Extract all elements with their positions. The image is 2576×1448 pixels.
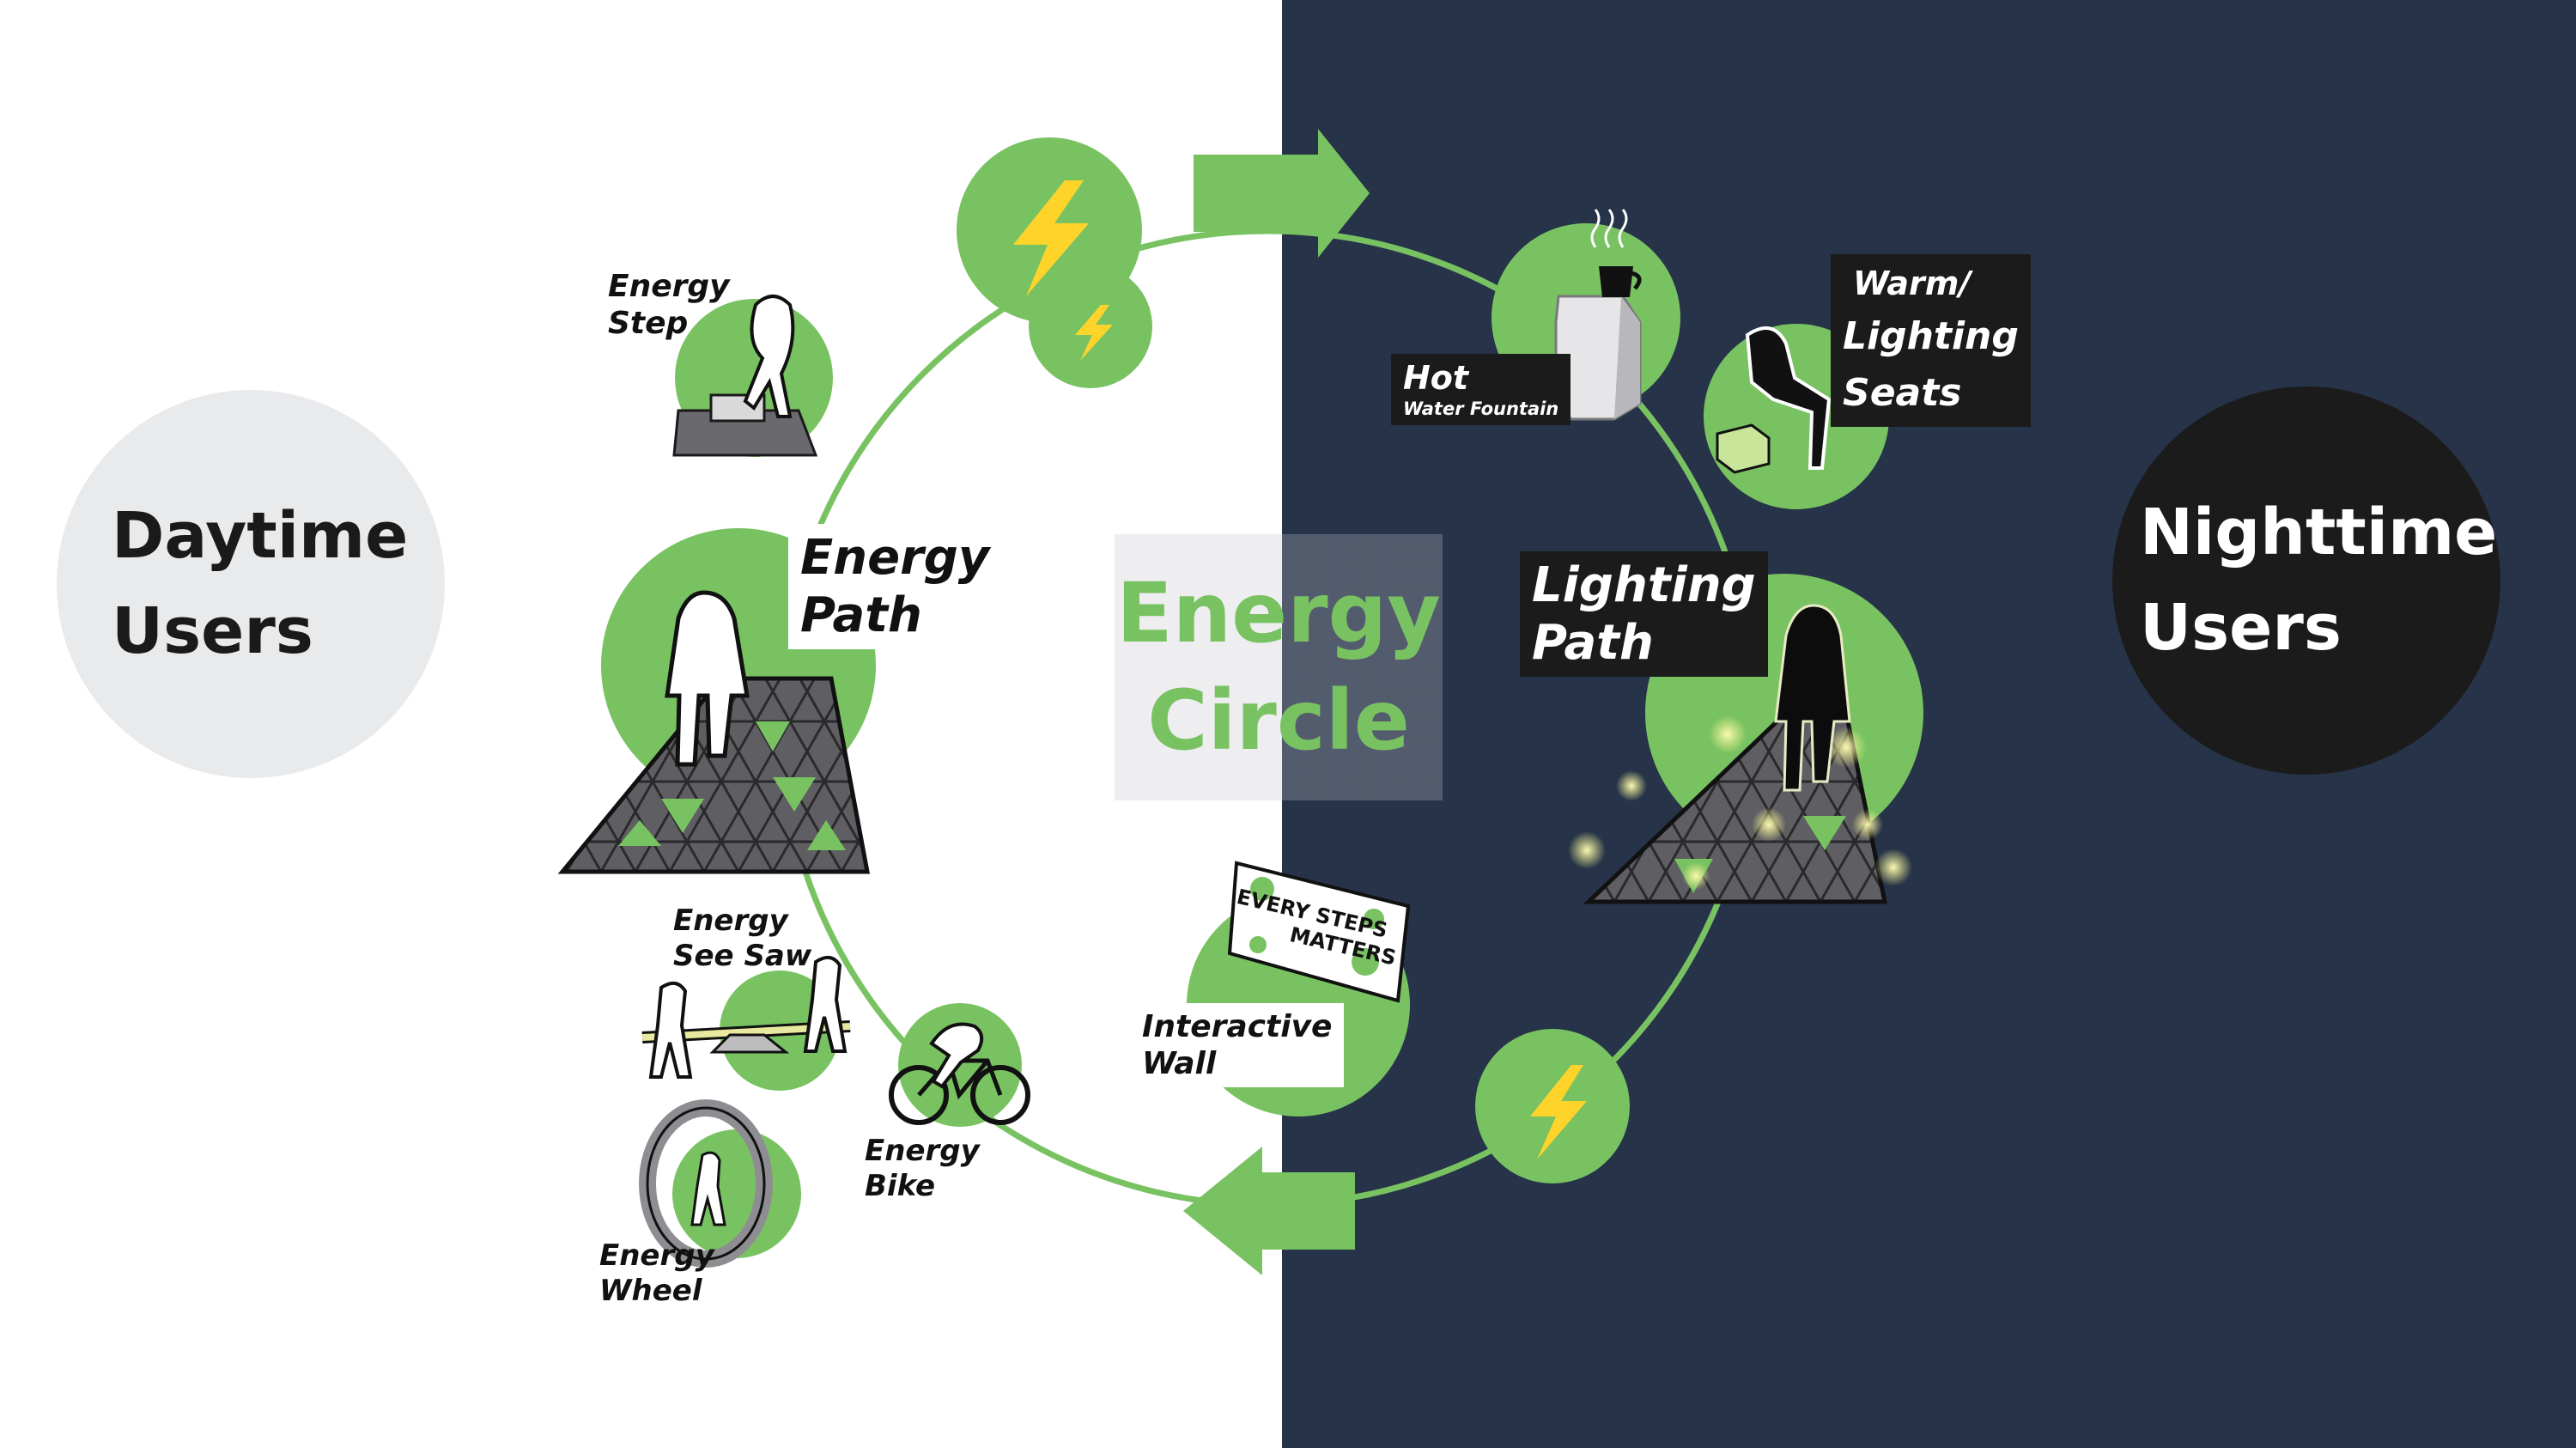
- warm-seats-line3: Seats: [1843, 371, 1962, 415]
- lighting-path-line2: Path: [1532, 615, 1654, 672]
- energy-see-saw-line2: See Saw: [673, 938, 812, 973]
- warm-lighting-seats-label: Warm/ Lighting Seats: [1831, 254, 2031, 427]
- interactive-wall-label: Interactive Wall: [1130, 1003, 1345, 1088]
- energy-bike-illustration: [889, 1003, 1030, 1127]
- nighttime-users-line1: Nighttime: [2140, 496, 2498, 569]
- energy-bike-line2: Bike: [865, 1168, 936, 1203]
- energy-wheel-illustration: [639, 1099, 801, 1268]
- nighttime-users-line2: Users: [2140, 591, 2342, 665]
- daytime-users-line1: Daytime: [112, 499, 409, 573]
- interactive-wall-line1: Interactive: [1142, 1009, 1333, 1044]
- energy-see-saw-line1: Energy: [673, 903, 788, 938]
- warm-seats-line2: Lighting: [1843, 314, 2019, 358]
- hot-water-title: Hot: [1403, 359, 1469, 397]
- energy-bike-line1: Energy: [865, 1134, 980, 1168]
- center-title-line1: Energy: [1116, 565, 1441, 662]
- lightning-bolt-icon-bottom: [1475, 1029, 1630, 1183]
- energy-see-saw-illustration: [641, 955, 851, 1091]
- interactive-wall-line2: Wall: [1142, 1046, 1217, 1082]
- energy-step-line2: Step: [608, 306, 689, 342]
- energy-path-line1: Energy: [800, 530, 990, 586]
- nighttime-users-circle: Nighttime Users: [2112, 386, 2500, 775]
- energy-step-label: Energy Step: [608, 268, 730, 342]
- energy-circle-title: Energy Circle: [1115, 534, 1443, 800]
- bottom-flow-arrow: [1183, 1147, 1355, 1275]
- energy-step-illustration: [672, 295, 833, 457]
- energy-wheel-line1: Energy: [599, 1238, 714, 1273]
- hot-water-subtitle: Water Fountain: [1403, 398, 1559, 419]
- energy-see-saw-label: Energy See Saw: [673, 903, 811, 974]
- center-title-line2: Circle: [1147, 672, 1410, 769]
- daytime-users-circle: Daytime Users: [57, 390, 445, 778]
- lighting-path-label: Lighting Path: [1520, 551, 1768, 678]
- energy-wheel-label: Energy Wheel: [599, 1238, 714, 1309]
- energy-wheel-line2: Wheel: [599, 1273, 702, 1308]
- energy-step-line1: Energy: [608, 269, 730, 304]
- hot-water-label: Hot Water Fountain: [1391, 354, 1571, 425]
- energy-path-line2: Path: [800, 587, 922, 644]
- energy-bike-label: Energy Bike: [865, 1134, 980, 1204]
- lightning-bolt-icon-top: [957, 137, 1152, 388]
- energy-path-label: Energy Path: [788, 524, 1002, 650]
- lighting-path-line1: Lighting: [1532, 557, 1756, 613]
- warm-seats-line1: Warm/: [1853, 265, 1971, 302]
- top-flow-arrow: [1194, 129, 1370, 258]
- daytime-users-line2: Users: [112, 594, 313, 668]
